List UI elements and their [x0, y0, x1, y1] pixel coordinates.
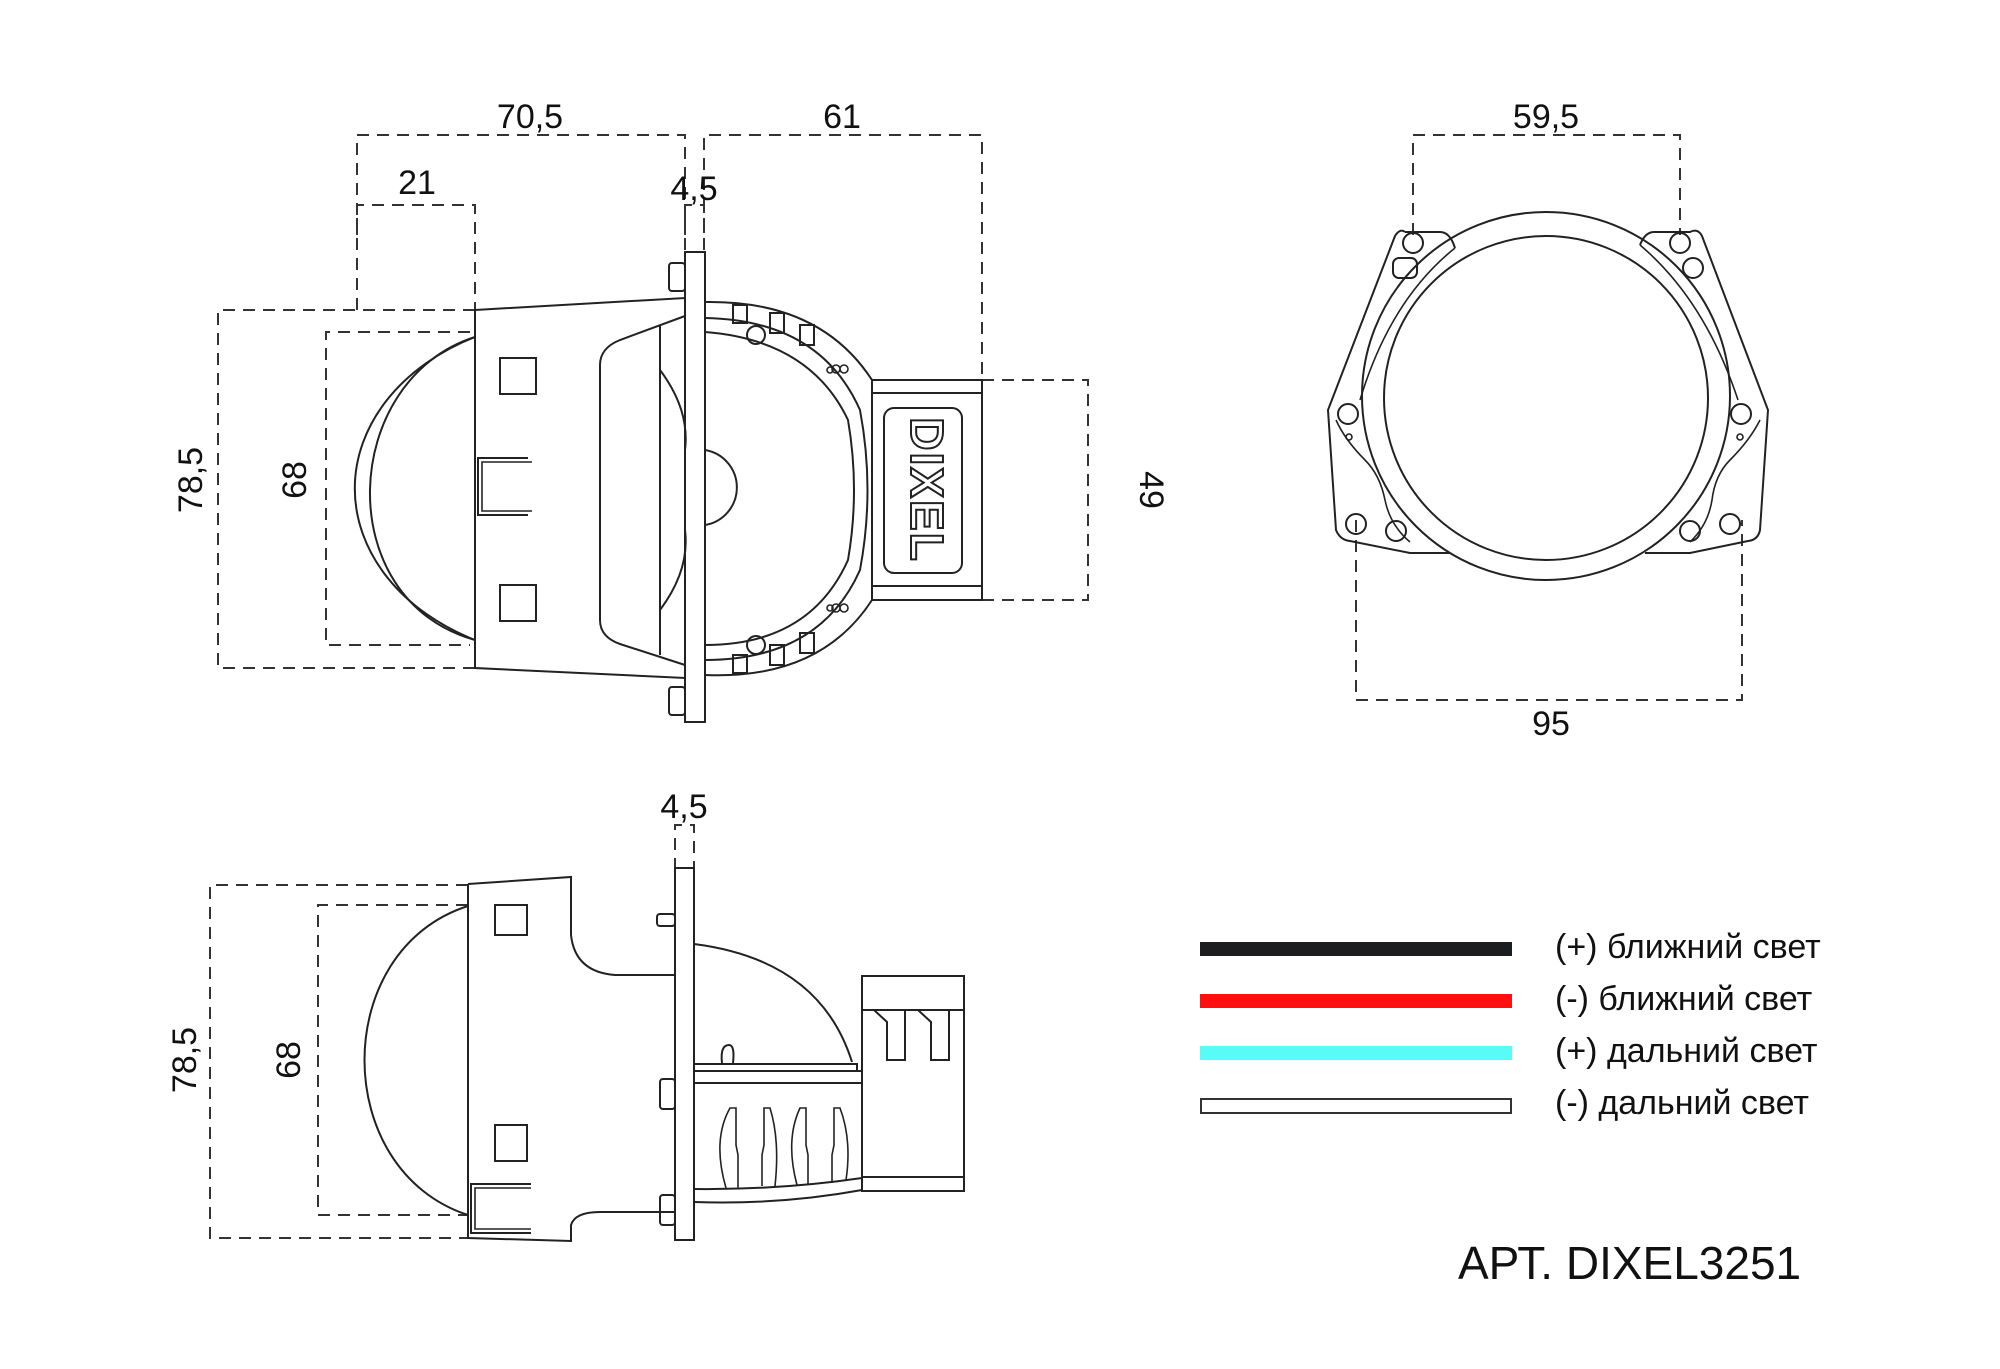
dim-bottom-outer-height: 78,5 [166, 1027, 204, 1093]
dim-lens-height: 68 [276, 461, 314, 499]
dim-outer-height: 78,5 [172, 447, 210, 513]
wire-swatch-red [1200, 994, 1512, 1008]
wire-swatch-cyan [1200, 1046, 1512, 1060]
legend-label: (+) дальний свет [1555, 1032, 1818, 1070]
dim-bottom-lens-height: 68 [270, 1041, 308, 1079]
legend-item: (-) ближний свет [1200, 980, 1900, 1030]
dixel-logo: DIXEL [901, 417, 953, 562]
dim-rear-length: 61 [823, 98, 861, 136]
legend-item: (+) дальний свет [1200, 1032, 1900, 1082]
legend-label: (-) ближний свет [1555, 980, 1813, 1018]
dim-bottom-hole-spacing: 95 [1532, 705, 1570, 743]
dim-lens-depth: 21 [398, 164, 436, 202]
dim-overall-length: 70,5 [497, 98, 563, 136]
wire-swatch-black [1200, 942, 1512, 956]
article-number: АРТ. DIXEL3251 [1458, 1237, 1802, 1289]
side-view: 70,5 21 4,5 61 78,5 68 49 [172, 98, 1170, 723]
wire-swatch-white [1200, 1098, 1512, 1114]
front-view: 59,5 95 [1326, 98, 1770, 743]
dim-flange-thickness: 4,5 [670, 170, 717, 208]
legend-item: (+) ближний свет [1200, 928, 1900, 978]
legend-label: (+) ближний свет [1555, 928, 1821, 966]
dim-top-hole-spacing: 59,5 [1513, 98, 1579, 136]
dim-connector-height: 49 [1132, 471, 1170, 509]
bottom-view: 4,5 78,5 68 [166, 788, 965, 1243]
dim-bottom-flange-thickness: 4,5 [660, 788, 707, 826]
legend-label: (-) дальний свет [1555, 1084, 1809, 1122]
legend-item: (-) дальний свет [1200, 1084, 1900, 1134]
